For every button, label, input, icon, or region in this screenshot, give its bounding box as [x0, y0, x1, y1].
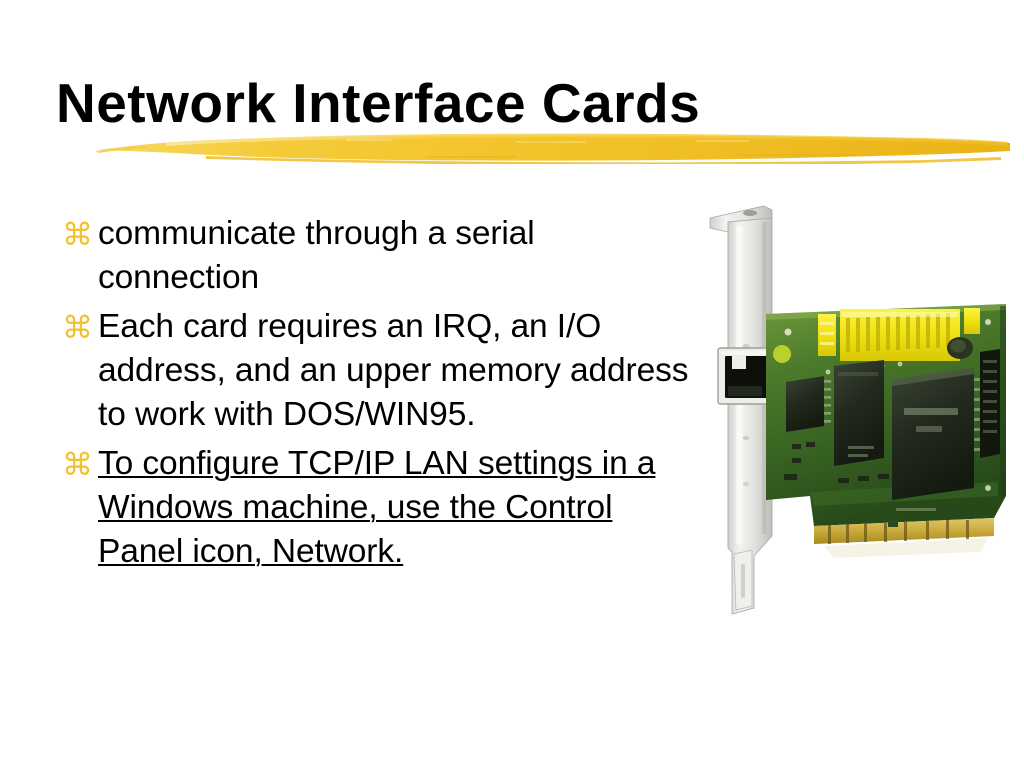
list-item-text: communicate through a serial connection — [98, 215, 535, 296]
command-bullet-icon: ⌘ — [62, 217, 93, 253]
list-item: ⌘To configure TCP/IP LAN settings in a W… — [60, 442, 694, 574]
command-bullet-icon: ⌘ — [62, 447, 93, 483]
list-item: ⌘Each card requires an IRQ, an I/O addre… — [60, 305, 694, 437]
page-title: Network Interface Cards — [56, 72, 701, 134]
bullet-list: ⌘communicate through a serial connection… — [60, 212, 694, 579]
title-block: Network Interface Cards — [0, 72, 1024, 177]
list-item-text: Each card requires an IRQ, an I/O addres… — [98, 308, 689, 433]
command-bullet-icon: ⌘ — [62, 310, 93, 346]
yellow-brush-stroke-decoration — [96, 133, 1010, 164]
pci-network-interface-card-photo — [688, 196, 1018, 620]
list-item: ⌘communicate through a serial connection — [60, 212, 694, 300]
list-item-text: To configure TCP/IP LAN settings in a Wi… — [98, 445, 656, 570]
